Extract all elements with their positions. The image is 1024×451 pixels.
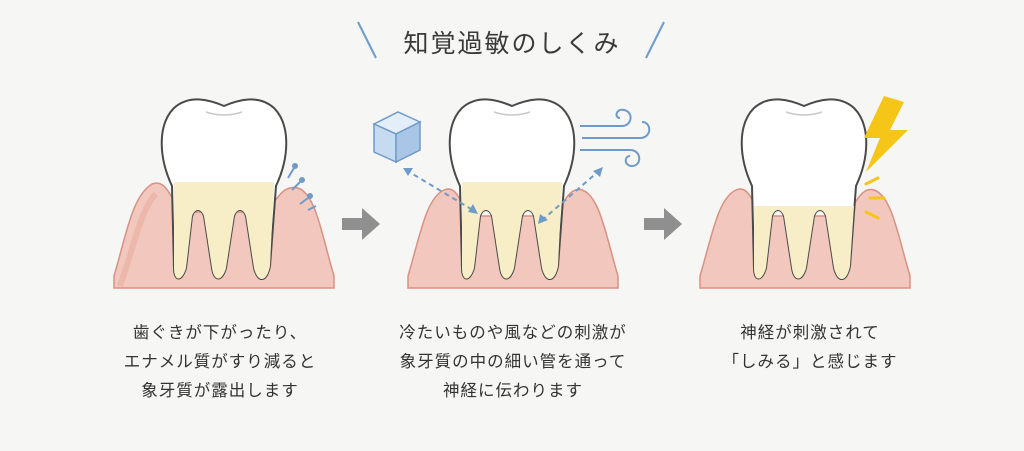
caption-line: エナメル質がすり減ると <box>123 352 317 371</box>
ice-cube-icon <box>372 111 422 164</box>
caption-line: 神経に伝わります <box>443 381 583 400</box>
caption-step-3: 神経が刺激されて 「しみる」と感じます <box>680 318 940 376</box>
caption-line: 象牙質の中の細い管を通って <box>399 352 627 371</box>
caption-step-2: 冷たいものや風などの刺激が 象牙質の中の細い管を通って 神経に伝わります <box>352 318 674 405</box>
tooth-stimulus-illustration <box>372 98 651 289</box>
caption-line: 「しみる」と感じます <box>722 352 898 371</box>
caption-line: 象牙質が露出します <box>141 381 299 400</box>
title-slash-right <box>645 21 665 59</box>
wind-icon <box>580 108 651 168</box>
step-arrow-2 <box>644 208 682 240</box>
pain-burst-lines <box>864 176 886 220</box>
stimulus-path-arrows <box>405 169 601 223</box>
recession-indicator-arrows <box>287 163 317 211</box>
tooth <box>448 98 576 280</box>
tooth-gum-recession-illustration <box>113 98 335 289</box>
step-arrow-1 <box>342 208 380 240</box>
tooth <box>160 98 288 280</box>
diagram-header: 知覚過敏のしくみ <box>0 14 1024 64</box>
lightning-icon <box>864 96 908 172</box>
diagram-title: 知覚過敏のしくみ <box>403 29 621 58</box>
tooth-nerve-pain-illustration <box>699 96 911 289</box>
caption-line: 冷たいものや風などの刺激が <box>399 323 627 342</box>
caption-line: 歯ぐきが下がったり、 <box>132 323 308 342</box>
caption-line: 神経が刺激されて <box>740 323 880 342</box>
tooth <box>740 98 868 280</box>
title-slash-left <box>357 21 377 59</box>
caption-step-1: 歯ぐきが下がったり、 エナメル質がすり減ると 象牙質が露出します <box>90 318 350 405</box>
